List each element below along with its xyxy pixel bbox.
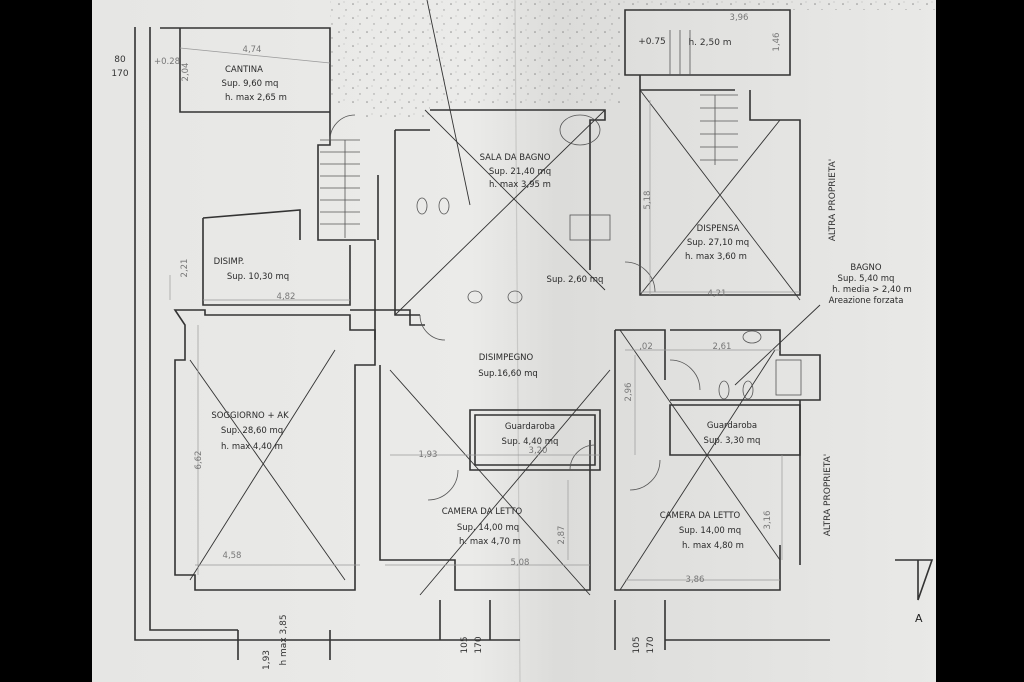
fixtures — [416, 114, 802, 400]
room-name-camera-1: CAMERA DA LETTO — [442, 507, 523, 517]
room-height-sala-da-bagno: h. max 3,95 m — [489, 180, 551, 190]
room-note-bagno: Areazione forzata — [829, 296, 904, 306]
dim-camera1-w: 5,08 — [511, 558, 530, 568]
dim-dispensa-h: 5,18 — [643, 191, 653, 210]
room-height-dispensa: h. max 3,60 m — [685, 252, 747, 262]
bagno-leader-line — [734, 304, 821, 386]
room-area-guardaroba-1: Sup. 4,40 mq — [502, 437, 559, 447]
dim-cantina-w: 4,74 — [243, 45, 262, 55]
dim-soggiorno-h: 6,62 — [194, 451, 204, 470]
dim-camera2-w: 3,86 — [686, 575, 705, 585]
room-area-camera-1: Sup. 14,00 mq — [457, 523, 519, 533]
dim-camera1-h: 2,87 — [557, 526, 567, 545]
paper — [92, 0, 936, 682]
paper-fold — [514, 0, 521, 682]
room-area-disimpegno: Sup.16,60 mq — [478, 369, 538, 379]
window-height-label: 170 — [111, 69, 128, 79]
level-label: +0.28 — [154, 57, 180, 67]
window-width-label: 105 — [632, 636, 642, 653]
height-label: h. 2,50 m — [688, 38, 731, 48]
room-area-bagno: Sup. 5,40 mq — [838, 274, 895, 284]
room-name-disimp: DISIMP. — [214, 257, 245, 267]
room-height-camera-1: h. max 4,70 m — [459, 537, 521, 547]
dim-camera2-h: 3,16 — [763, 511, 773, 530]
room-area-soggiorno: Sup. 28,60 mq — [221, 426, 283, 436]
room-area-disimp: Sup. 10,30 mq — [227, 272, 289, 282]
room-name-bagno: BAGNO — [850, 263, 881, 273]
room-name-sala-da-bagno: SALA DA BAGNO — [480, 153, 551, 163]
ground-hatch — [150, 0, 936, 120]
room-area-wc: Sup. 2,60 mq — [547, 275, 604, 285]
stairs — [320, 30, 738, 238]
neighbour-label-top: ALTRA PROPRIETA' — [828, 159, 838, 242]
dim-dispensa-w: 4,21 — [708, 289, 727, 299]
level-label: +0.75 — [638, 37, 666, 47]
window-height-label: 170 — [474, 636, 484, 653]
room-name-camera-2: CAMERA DA LETTO — [660, 511, 741, 521]
doors — [329, 114, 701, 501]
room-name-cantina: CANTINA — [225, 65, 263, 75]
labels: 80 170 +0.28 4,74 2,04 CANTINA Sup. 9,60… — [111, 13, 923, 670]
room-name-disimpegno: DISIMPEGNO — [479, 353, 534, 363]
room-name-dispensa: DISPENSA — [697, 224, 740, 234]
room-area-guardaroba-2: Sup. 3,30 mq — [704, 436, 761, 446]
room-height-bagno: h. media > 2,40 m — [832, 285, 912, 295]
room-crosses — [189, 0, 821, 596]
room-area-camera-2: Sup. 14,00 mq — [679, 526, 741, 536]
room-name-soggiorno: SOGGIORNO + AK — [211, 411, 289, 421]
room-area-cantina: Sup. 9,60 mq — [222, 79, 279, 89]
dim-corridor-w: 1,93 — [419, 450, 438, 460]
room-height-camera-2: h. max 4,80 m — [682, 541, 744, 551]
window-height-label: h max 3,85 — [279, 614, 289, 665]
room-name-guardaroba-1: Guardaroba — [505, 422, 555, 432]
room-area-sala-da-bagno: Sup. 21,40 mq — [489, 167, 551, 177]
dim-top-right-h: 1,46 — [772, 33, 782, 52]
dim-soggiorno-w: 4,58 — [223, 551, 242, 561]
dim-top-right-w: 3,96 — [730, 13, 749, 23]
window-width-label: 1,93 — [262, 650, 272, 670]
dim-bagno-a: ,02 — [639, 342, 653, 352]
dimension-lines — [169, 47, 800, 581]
window-width-label: 105 — [460, 636, 470, 653]
window-height-label: 170 — [646, 636, 656, 653]
room-height-cantina: h. max 2,65 m — [225, 93, 287, 103]
dim-bagno-h: 2,96 — [624, 383, 634, 402]
dim-bagno-w: 2,61 — [713, 342, 732, 352]
room-height-soggiorno: h. max 4,40 m — [221, 442, 283, 452]
dim-guardaroba-w: 3,20 — [529, 446, 548, 456]
section-mark: A — [915, 612, 923, 625]
neighbour-label-bottom: ALTRA PROPRIETA' — [823, 454, 833, 537]
room-area-dispensa: Sup. 27,10 mq — [687, 238, 749, 248]
dim-disimp-w: 4,82 — [277, 292, 296, 302]
dim-cantina-h: 2,04 — [181, 63, 191, 82]
dim-disimp-h: 2,21 — [180, 259, 190, 278]
room-name-guardaroba-2: Guardaroba — [707, 421, 757, 431]
window-width-label: 80 — [114, 55, 126, 65]
